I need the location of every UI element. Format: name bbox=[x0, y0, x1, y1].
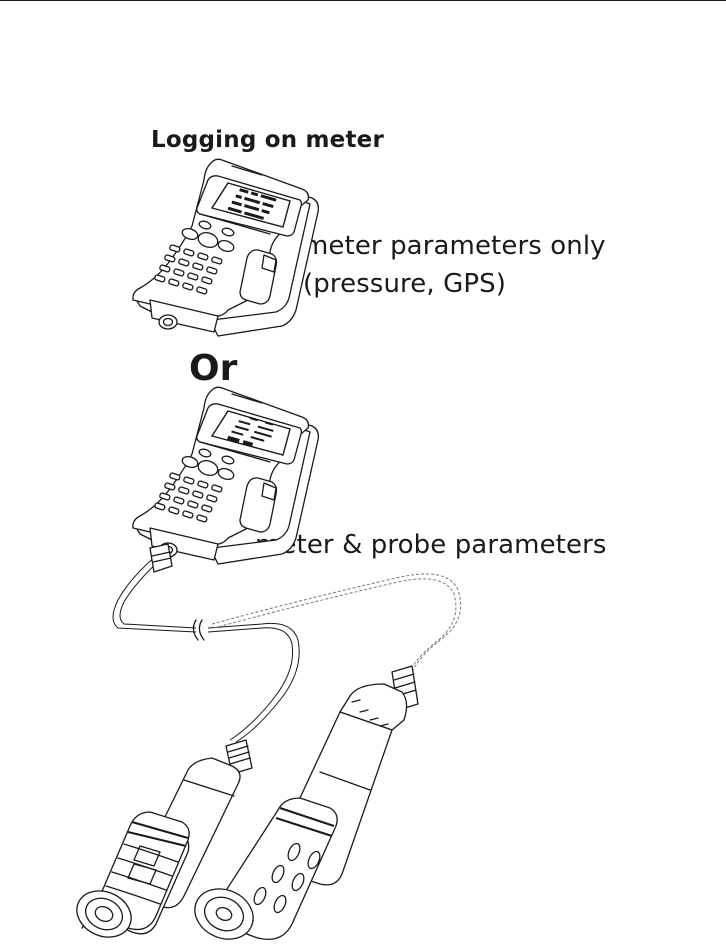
handheld-meter-with-probe-icon bbox=[133, 387, 319, 564]
handheld-meter-icon bbox=[133, 159, 319, 336]
probe-cable-icon bbox=[113, 544, 461, 742]
